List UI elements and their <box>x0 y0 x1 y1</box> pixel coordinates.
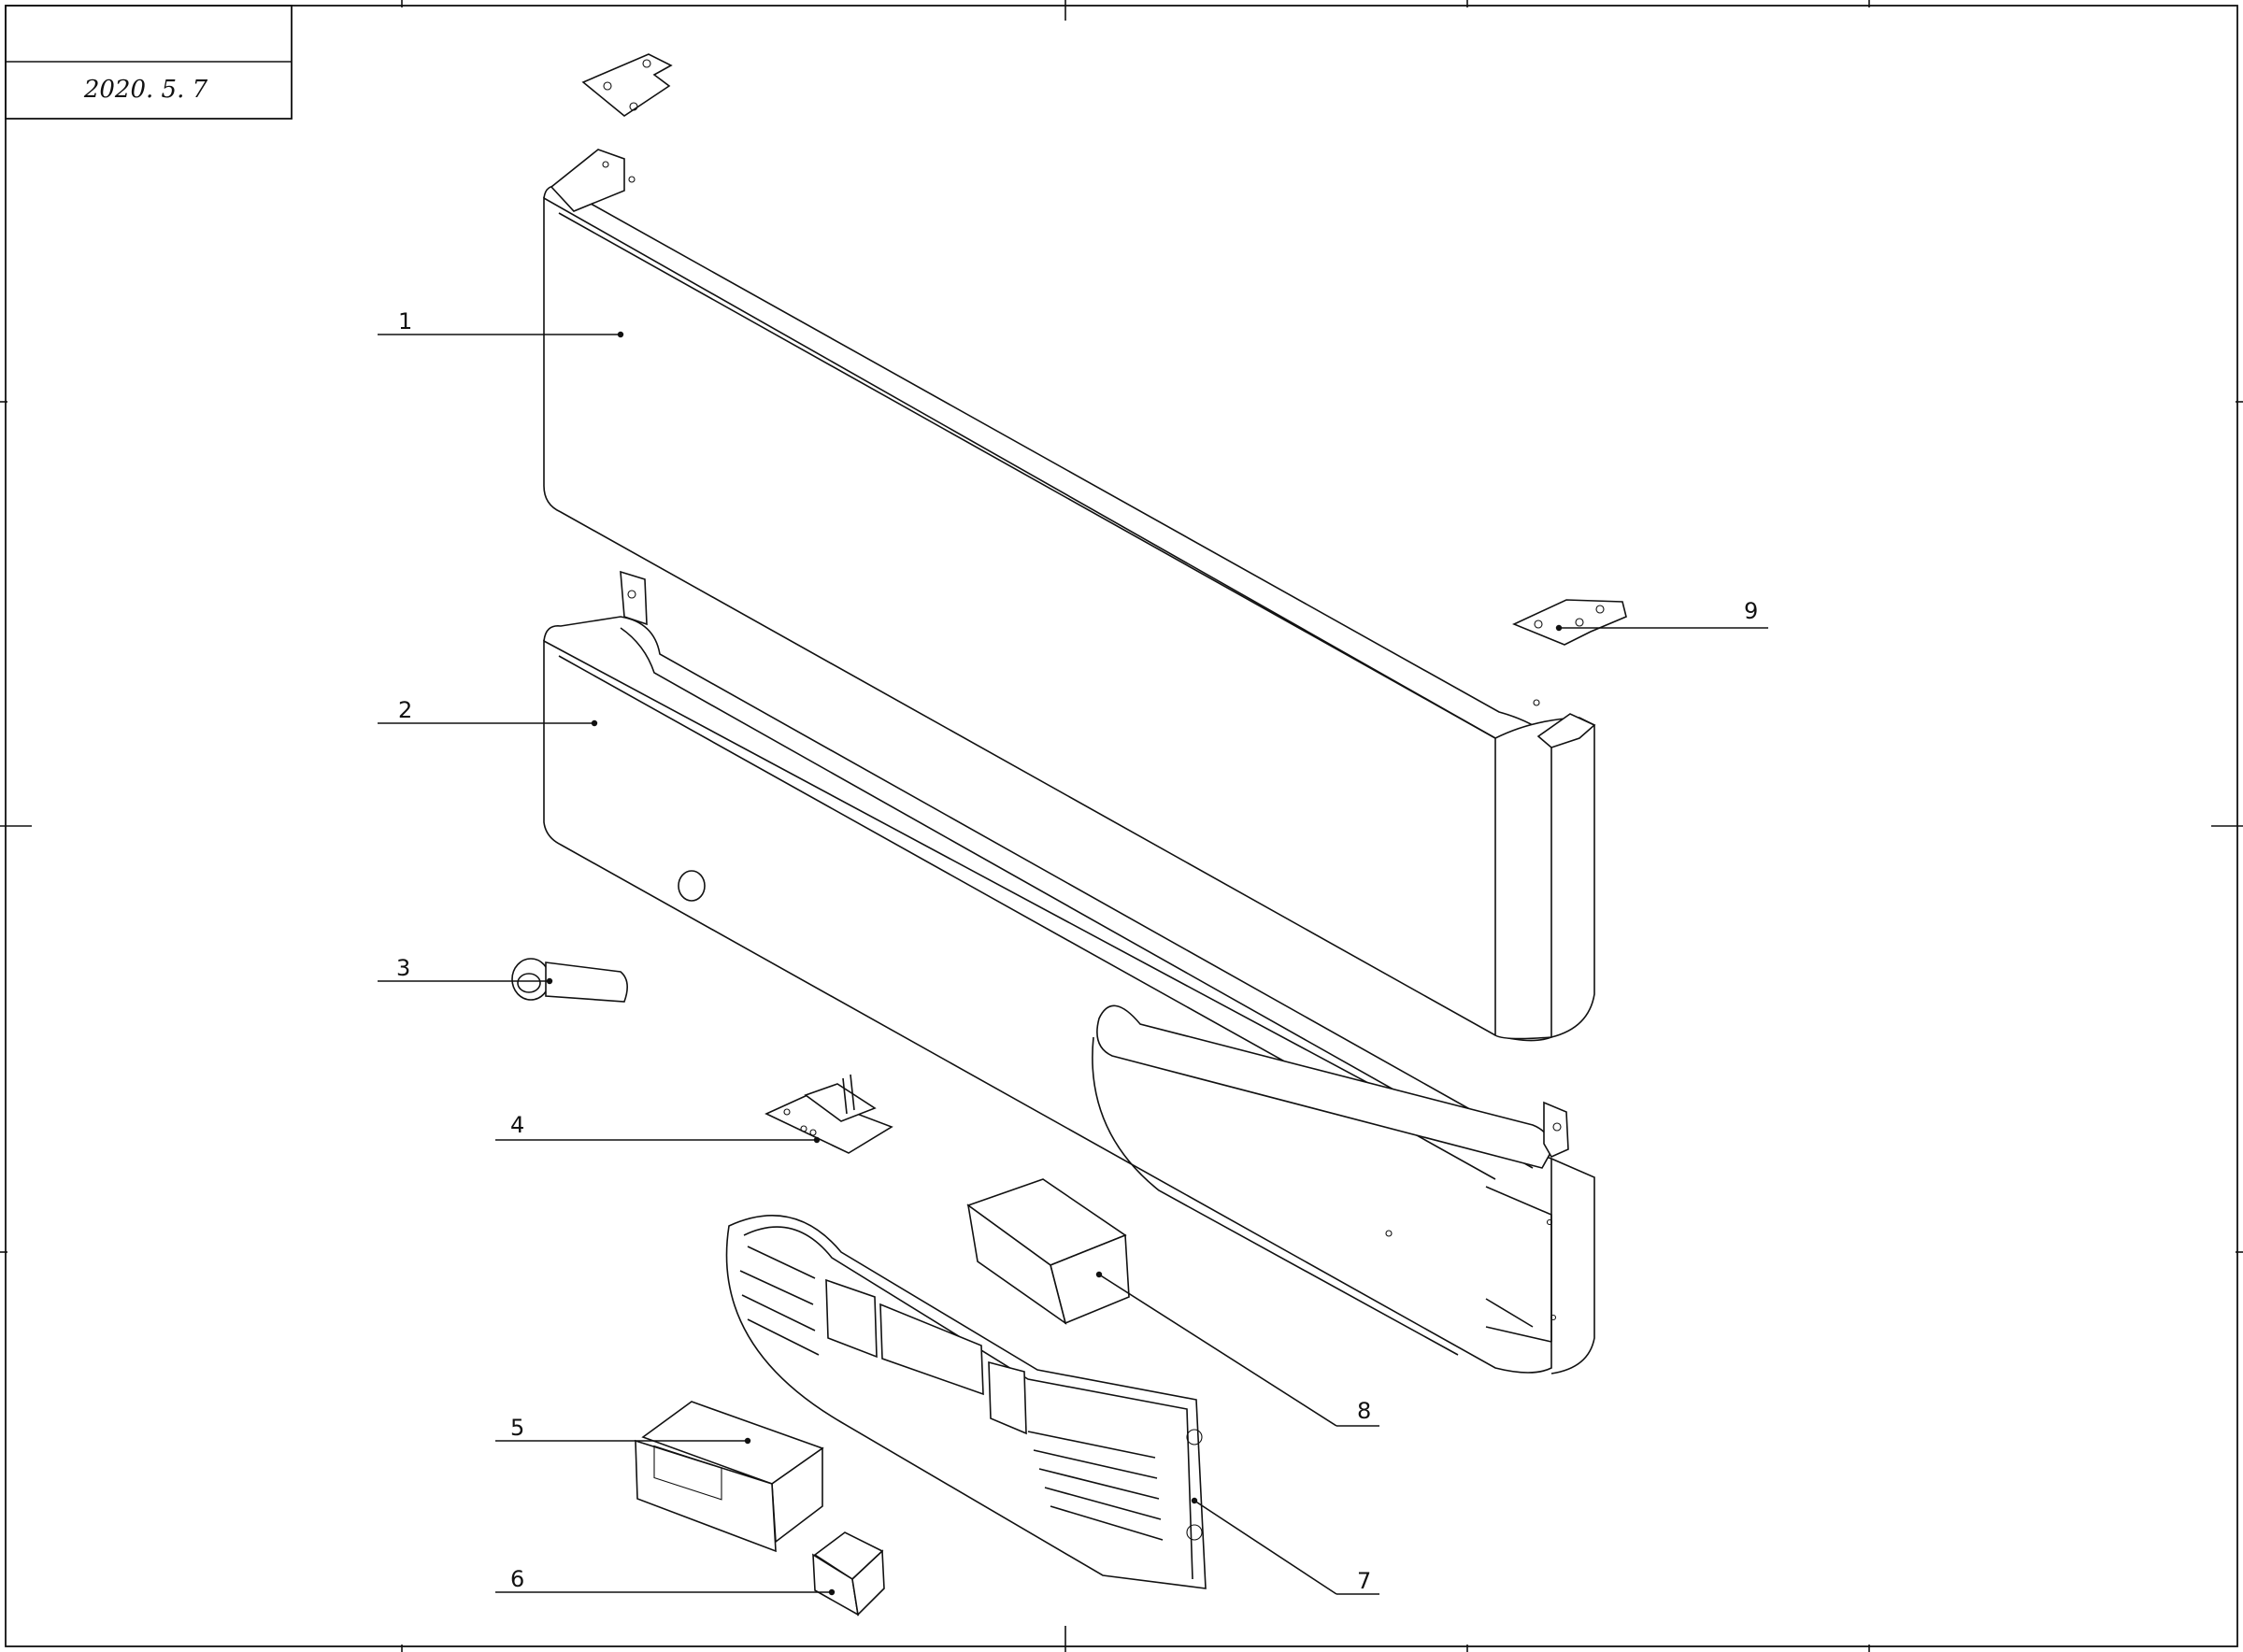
callout-label-4: 4 <box>510 1112 524 1138</box>
callout-label-8: 8 <box>1357 1398 1371 1424</box>
callout-2: 2 <box>378 697 594 724</box>
callout-label-5: 5 <box>510 1415 524 1441</box>
upper-cover-panel <box>543 149 1596 1042</box>
callout-label-7: 7 <box>1357 1568 1371 1594</box>
title-block: 2020. 5. 7 <box>5 5 293 120</box>
controller-part <box>635 1401 824 1553</box>
callout-7: 7 <box>1193 1500 1379 1595</box>
callout-3: 3 <box>378 955 550 982</box>
revision-date: 2020. 5. 7 <box>83 76 208 104</box>
box-enclosure-part <box>966 1178 1130 1325</box>
callout-label-1: 1 <box>398 308 412 335</box>
front-grille-part <box>725 1215 1207 1589</box>
callout-8: 8 <box>1098 1274 1379 1427</box>
callout-4: 4 <box>495 1112 817 1141</box>
callout-5: 5 <box>495 1415 748 1442</box>
rocker-switch-part <box>812 1531 885 1616</box>
mounting-bracket-part <box>1511 599 1627 646</box>
callout-label-3: 3 <box>396 955 410 981</box>
callout-label-2: 2 <box>398 697 412 723</box>
lower-cover-panel <box>543 570 1595 1374</box>
grille-slots <box>739 1246 1164 1541</box>
bracket-part-top <box>581 53 673 117</box>
callout-6: 6 <box>495 1566 832 1593</box>
callout-label-9: 9 <box>1744 598 1758 624</box>
callout-label-6: 6 <box>510 1566 524 1592</box>
sensor-bracket-part <box>764 1074 893 1154</box>
callout-1: 1 <box>378 308 621 335</box>
cam-lock-part <box>511 958 628 1003</box>
callout-9: 9 <box>1559 598 1768 629</box>
